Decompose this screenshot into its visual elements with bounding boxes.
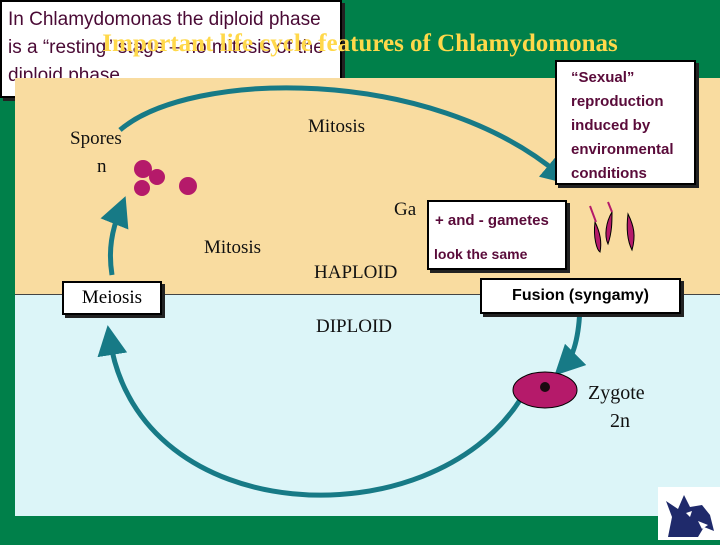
gametes-line: look the same [434,246,528,262]
zygote-ploidy: 2n [610,410,630,432]
sexual-reproduction-box: “Sexual” reproduction induced by environ… [555,60,696,185]
page-title: Important life cycle features of Chlamyd… [102,30,618,57]
mitosis-top-label: Mitosis [308,116,366,137]
sexual-line: reproduction [571,93,664,110]
fusion-box: Fusion (syngamy) [480,278,681,314]
sexual-line: conditions [571,165,647,182]
spore-cell-icon [134,160,152,178]
ploidy-divider [15,294,720,295]
arrow-top [118,85,572,185]
mitosis-left-label: Mitosis [204,237,262,258]
arrow-meiosis-spores [100,196,129,276]
spore-cell-icon [134,180,150,196]
gametes-partial-label: Ga [394,199,417,220]
haploid-label: HAPLOID [314,262,398,283]
spore-cell-icon [179,177,197,195]
spores-label: Spores [70,128,122,149]
wolf-logo-icon [658,487,720,540]
spore-cell-icon [149,169,165,185]
diploid-label: DIPLOID [316,316,392,337]
sexual-line: induced by [571,117,651,134]
meiosis-box: Meiosis [62,281,162,315]
sexual-line: environmental [571,141,674,158]
gametes-box: + and - gametes look the same [427,200,567,270]
zygote-label: Zygote [588,382,645,404]
arrow-bottom [97,325,523,498]
gamete-cell-icon [589,201,635,253]
spores-ploidy: n [97,156,107,177]
zygote-nucleus [540,382,550,392]
gametes-line: + and - gametes [435,212,549,229]
sexual-line: “Sexual” [571,69,635,86]
